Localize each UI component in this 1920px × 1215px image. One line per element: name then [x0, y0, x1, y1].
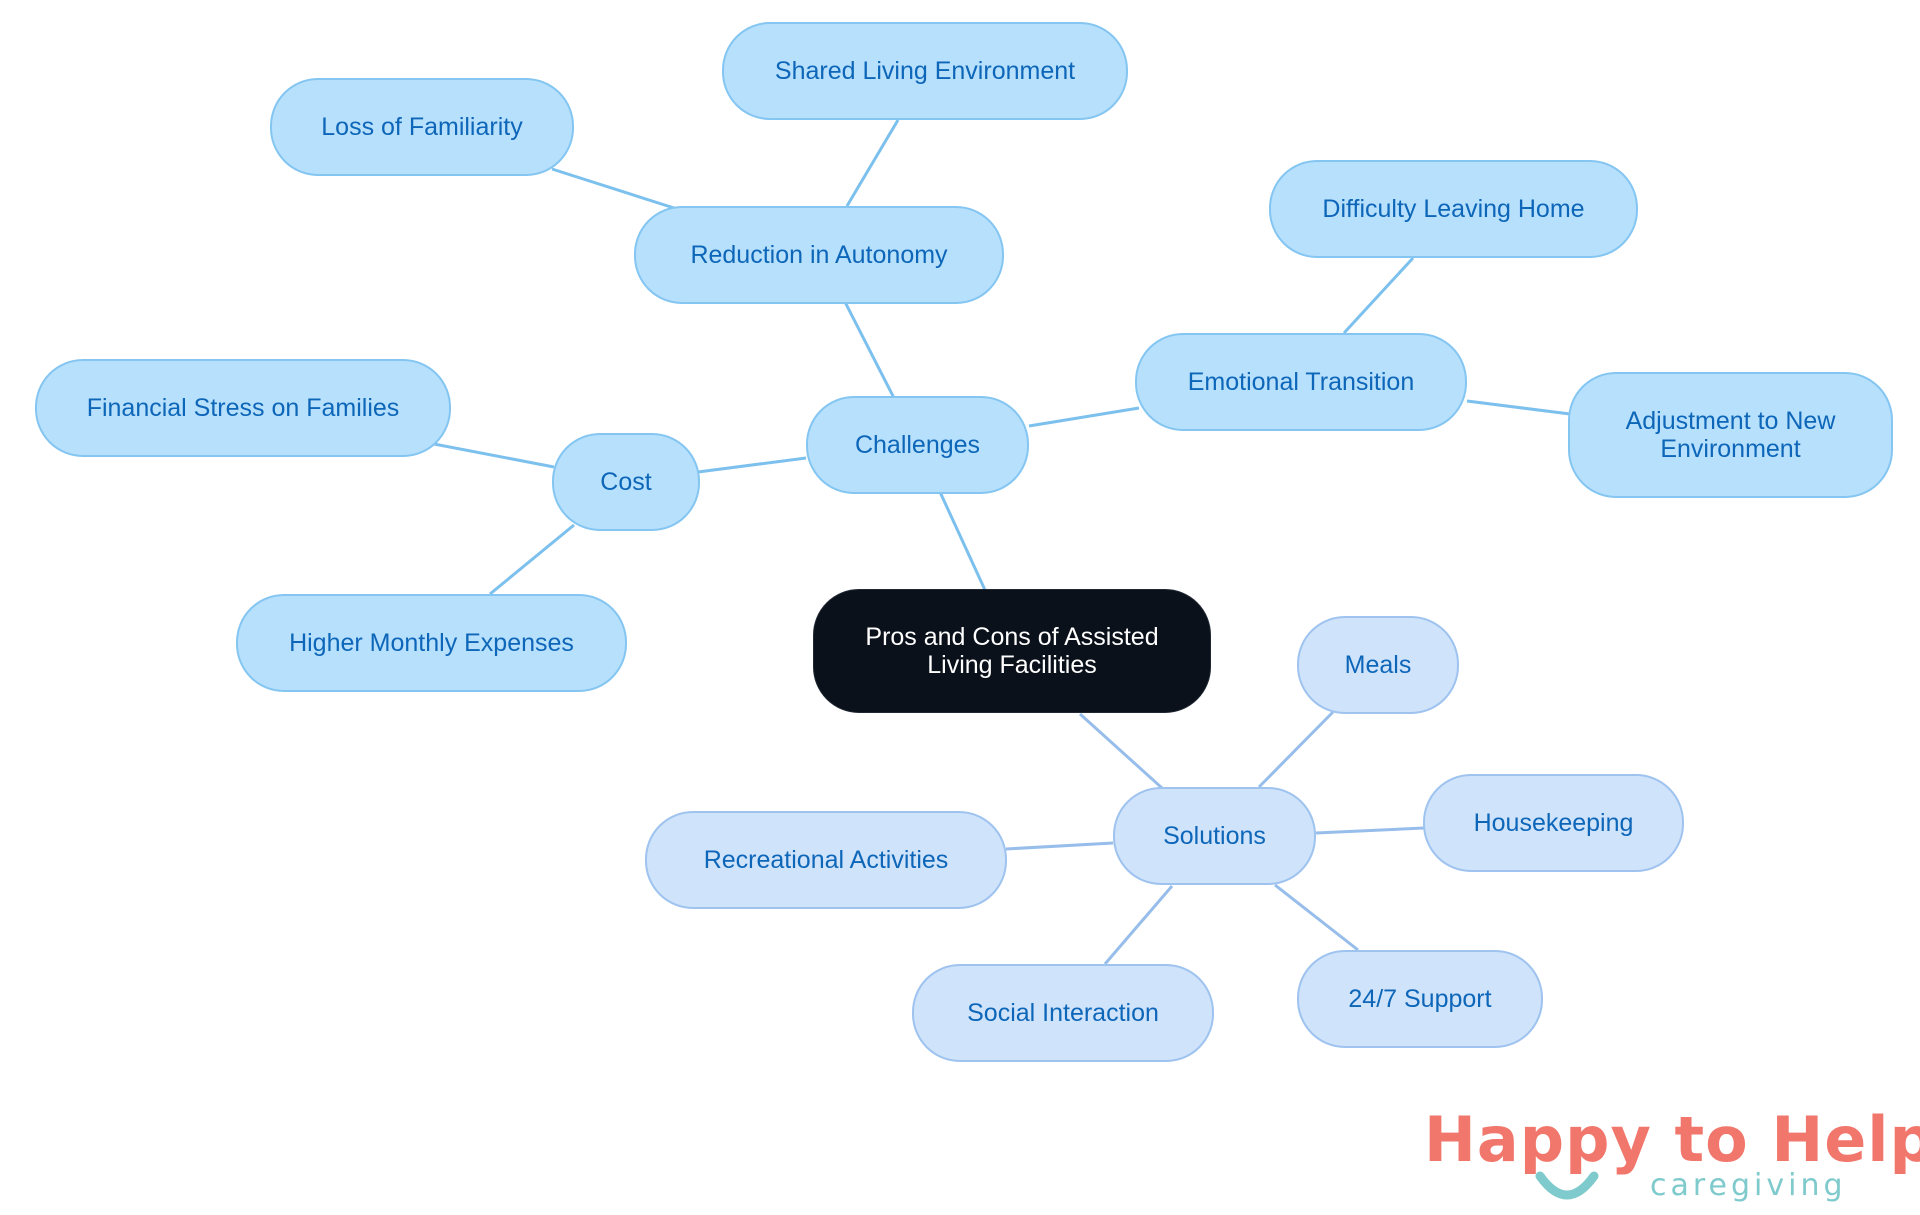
node-adjustment-to-new-environment-label: Adjustment to New Environment — [1625, 407, 1836, 463]
node-solutions-label: Solutions — [1163, 822, 1266, 850]
edge-solutions-support — [1274, 883, 1359, 952]
edge-autonomy-shared — [845, 119, 900, 207]
node-recreational-activities: Recreational Activities — [645, 811, 1007, 909]
node-challenges: Challenges — [806, 396, 1029, 494]
edge-challenges-cost — [697, 456, 807, 474]
node-loss-of-familiarity-label: Loss of Familiarity — [321, 113, 523, 141]
edge-emotional-difficulty — [1342, 256, 1415, 335]
node-shared-living-environment-label: Shared Living Environment — [774, 57, 1076, 85]
edge-root-challenges — [938, 491, 987, 591]
logo-tagline: caregiving — [1650, 1168, 1847, 1203]
node-social-interaction-label: Social Interaction — [967, 999, 1159, 1027]
edge-challenges-emotional — [1028, 406, 1140, 428]
node-financial-stress-on-families-label: Financial Stress on Families — [86, 394, 400, 422]
edge-root-solutions — [1078, 712, 1164, 790]
node-loss-of-familiarity: Loss of Familiarity — [270, 78, 574, 176]
edge-emotional-adjustment — [1466, 399, 1571, 416]
node-meals: Meals — [1297, 616, 1459, 714]
node-higher-monthly-expenses-label: Higher Monthly Expenses — [289, 629, 574, 657]
logo-word-happy: Happy — [1424, 1103, 1652, 1176]
happy-to-help-logo: Happy to Help caregiving — [1424, 1108, 1920, 1208]
node-difficulty-leaving-home: Difficulty Leaving Home — [1269, 160, 1638, 258]
node-adjustment-to-new-environment: Adjustment to New Environment — [1568, 372, 1893, 498]
node-reduction-in-autonomy-label: Reduction in Autonomy — [690, 241, 948, 269]
node-social-interaction: Social Interaction — [912, 964, 1214, 1062]
node-emotional-transition-label: Emotional Transition — [1187, 368, 1415, 396]
node-financial-stress-on-families: Financial Stress on Families — [35, 359, 451, 457]
node-emotional-transition: Emotional Transition — [1135, 333, 1467, 431]
edge-challenges-autonomy — [843, 301, 896, 399]
edge-solutions-recreational — [1005, 841, 1114, 851]
node-recreational-activities-label: Recreational Activities — [703, 846, 949, 874]
edge-solutions-social — [1103, 885, 1174, 965]
node-cost-label: Cost — [600, 468, 652, 496]
node-reduction-in-autonomy: Reduction in Autonomy — [634, 206, 1004, 304]
node-cost: Cost — [552, 433, 700, 531]
node-meals-label: Meals — [1344, 651, 1412, 679]
node-root: Pros and Cons of Assisted Living Facilit… — [813, 589, 1211, 713]
smile-icon — [1535, 1171, 1599, 1200]
node-housekeeping-label: Housekeeping — [1473, 809, 1634, 837]
node-24-7-support-label: 24/7 Support — [1348, 985, 1492, 1013]
node-solutions: Solutions — [1113, 787, 1316, 885]
edge-cost-higher — [489, 523, 575, 596]
edge-cost-financial — [433, 442, 555, 469]
node-challenges-label: Challenges — [854, 431, 981, 459]
node-higher-monthly-expenses: Higher Monthly Expenses — [236, 594, 627, 692]
edge-solutions-housekeeping — [1315, 826, 1425, 835]
node-root-label: Pros and Cons of Assisted Living Facilit… — [865, 623, 1159, 679]
node-shared-living-environment: Shared Living Environment — [722, 22, 1128, 120]
node-24-7-support: 24/7 Support — [1297, 950, 1543, 1048]
logo-wordmark: Happy to Help — [1424, 1108, 1920, 1172]
node-housekeeping: Housekeeping — [1423, 774, 1684, 872]
logo-word-to-help: to Help — [1674, 1103, 1920, 1176]
edge-solutions-meals — [1257, 710, 1335, 789]
edge-autonomy-familiarity — [551, 167, 675, 210]
node-difficulty-leaving-home-label: Difficulty Leaving Home — [1322, 195, 1585, 223]
